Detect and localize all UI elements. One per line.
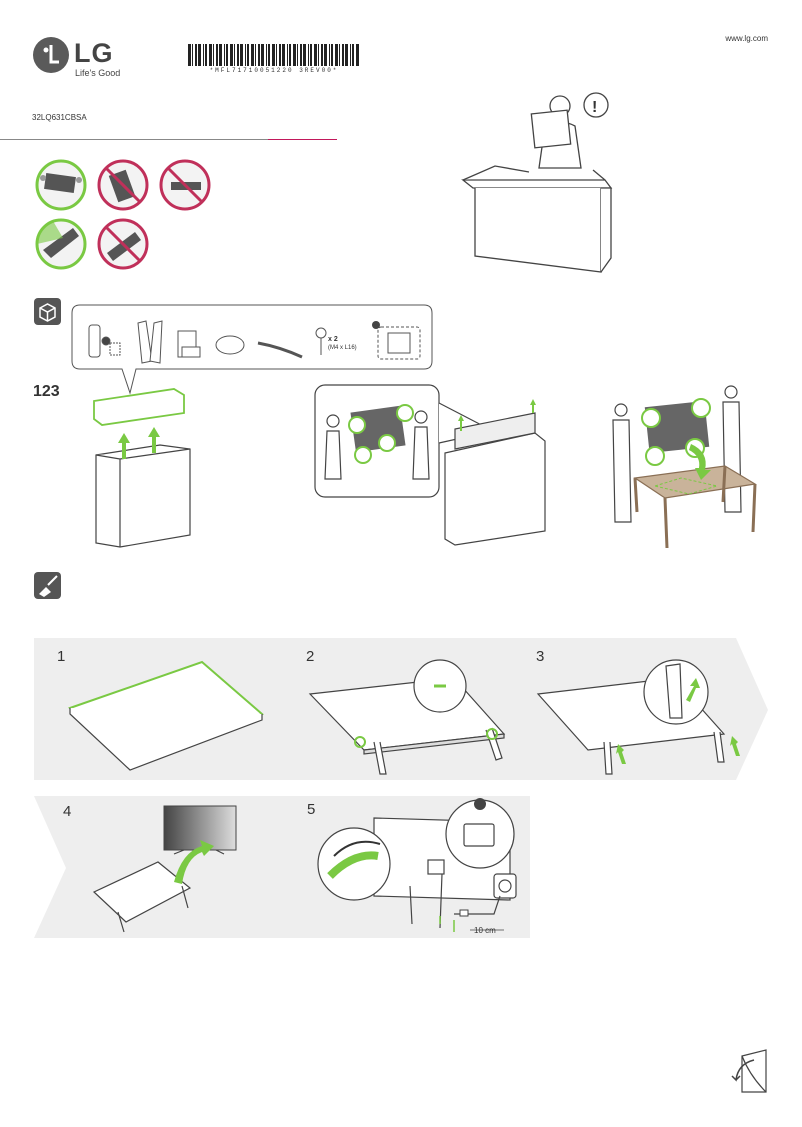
accessories-callout: x 2 (M4 x L16) bbox=[71, 304, 433, 395]
warning-icon bbox=[583, 92, 609, 118]
remote-control bbox=[88, 324, 101, 358]
page-turn-icon bbox=[731, 1049, 767, 1093]
barcode-text: *MFL71710051220 3REV00* bbox=[209, 67, 339, 74]
screw-count: x 2 bbox=[328, 336, 338, 343]
handling-ok-icon bbox=[35, 218, 87, 270]
screw bbox=[315, 327, 327, 339]
stand-leg bbox=[149, 320, 163, 364]
divider-accent bbox=[268, 139, 337, 140]
cleaning-brush-icon bbox=[34, 572, 61, 599]
assembly-panels-row1 bbox=[34, 638, 768, 780]
handling-prohibited-icon bbox=[97, 159, 149, 211]
assembly-panels-row2 bbox=[34, 796, 530, 938]
plus-icon bbox=[101, 336, 111, 346]
handling-prohibited-icon bbox=[97, 218, 149, 270]
assembly-step-number: 3 bbox=[536, 648, 545, 665]
unpack-accessories-illustration bbox=[93, 388, 191, 548]
plus-icon bbox=[372, 321, 380, 329]
unpack-warning-illustration: ! bbox=[461, 92, 613, 273]
assembly-step-number: 4 bbox=[63, 803, 72, 820]
assembly-step-number: 1 bbox=[57, 648, 66, 665]
svg-text:!: ! bbox=[592, 99, 597, 116]
lg-logo-mark bbox=[33, 37, 69, 73]
power-cable bbox=[215, 335, 245, 355]
handling-prohibited-icon bbox=[159, 159, 211, 211]
barcode bbox=[188, 44, 359, 66]
brand-logo-text: LG bbox=[74, 38, 114, 68]
box-icon bbox=[34, 298, 61, 325]
cable-holder bbox=[257, 341, 303, 359]
unpack-step-number: 123 bbox=[33, 383, 60, 400]
handling-ok-icon bbox=[35, 159, 87, 211]
assembly-step-number: 5 bbox=[307, 801, 316, 818]
handling-guidance-icons bbox=[35, 159, 211, 270]
model-number: 32LQ631CBSA bbox=[32, 113, 87, 122]
website-url: www.lg.com bbox=[725, 34, 768, 43]
assembly-step-number: 2 bbox=[306, 648, 315, 665]
brand-tagline: Life's Good bbox=[75, 68, 121, 78]
cable-distance-label: 10 cm bbox=[474, 926, 496, 935]
place-tv-on-table-illustration bbox=[612, 385, 757, 549]
plus-icon bbox=[474, 798, 486, 810]
divider bbox=[0, 139, 268, 140]
screw-spec: (M4 x L16) bbox=[328, 345, 357, 351]
lift-tv-illustration bbox=[314, 384, 546, 546]
